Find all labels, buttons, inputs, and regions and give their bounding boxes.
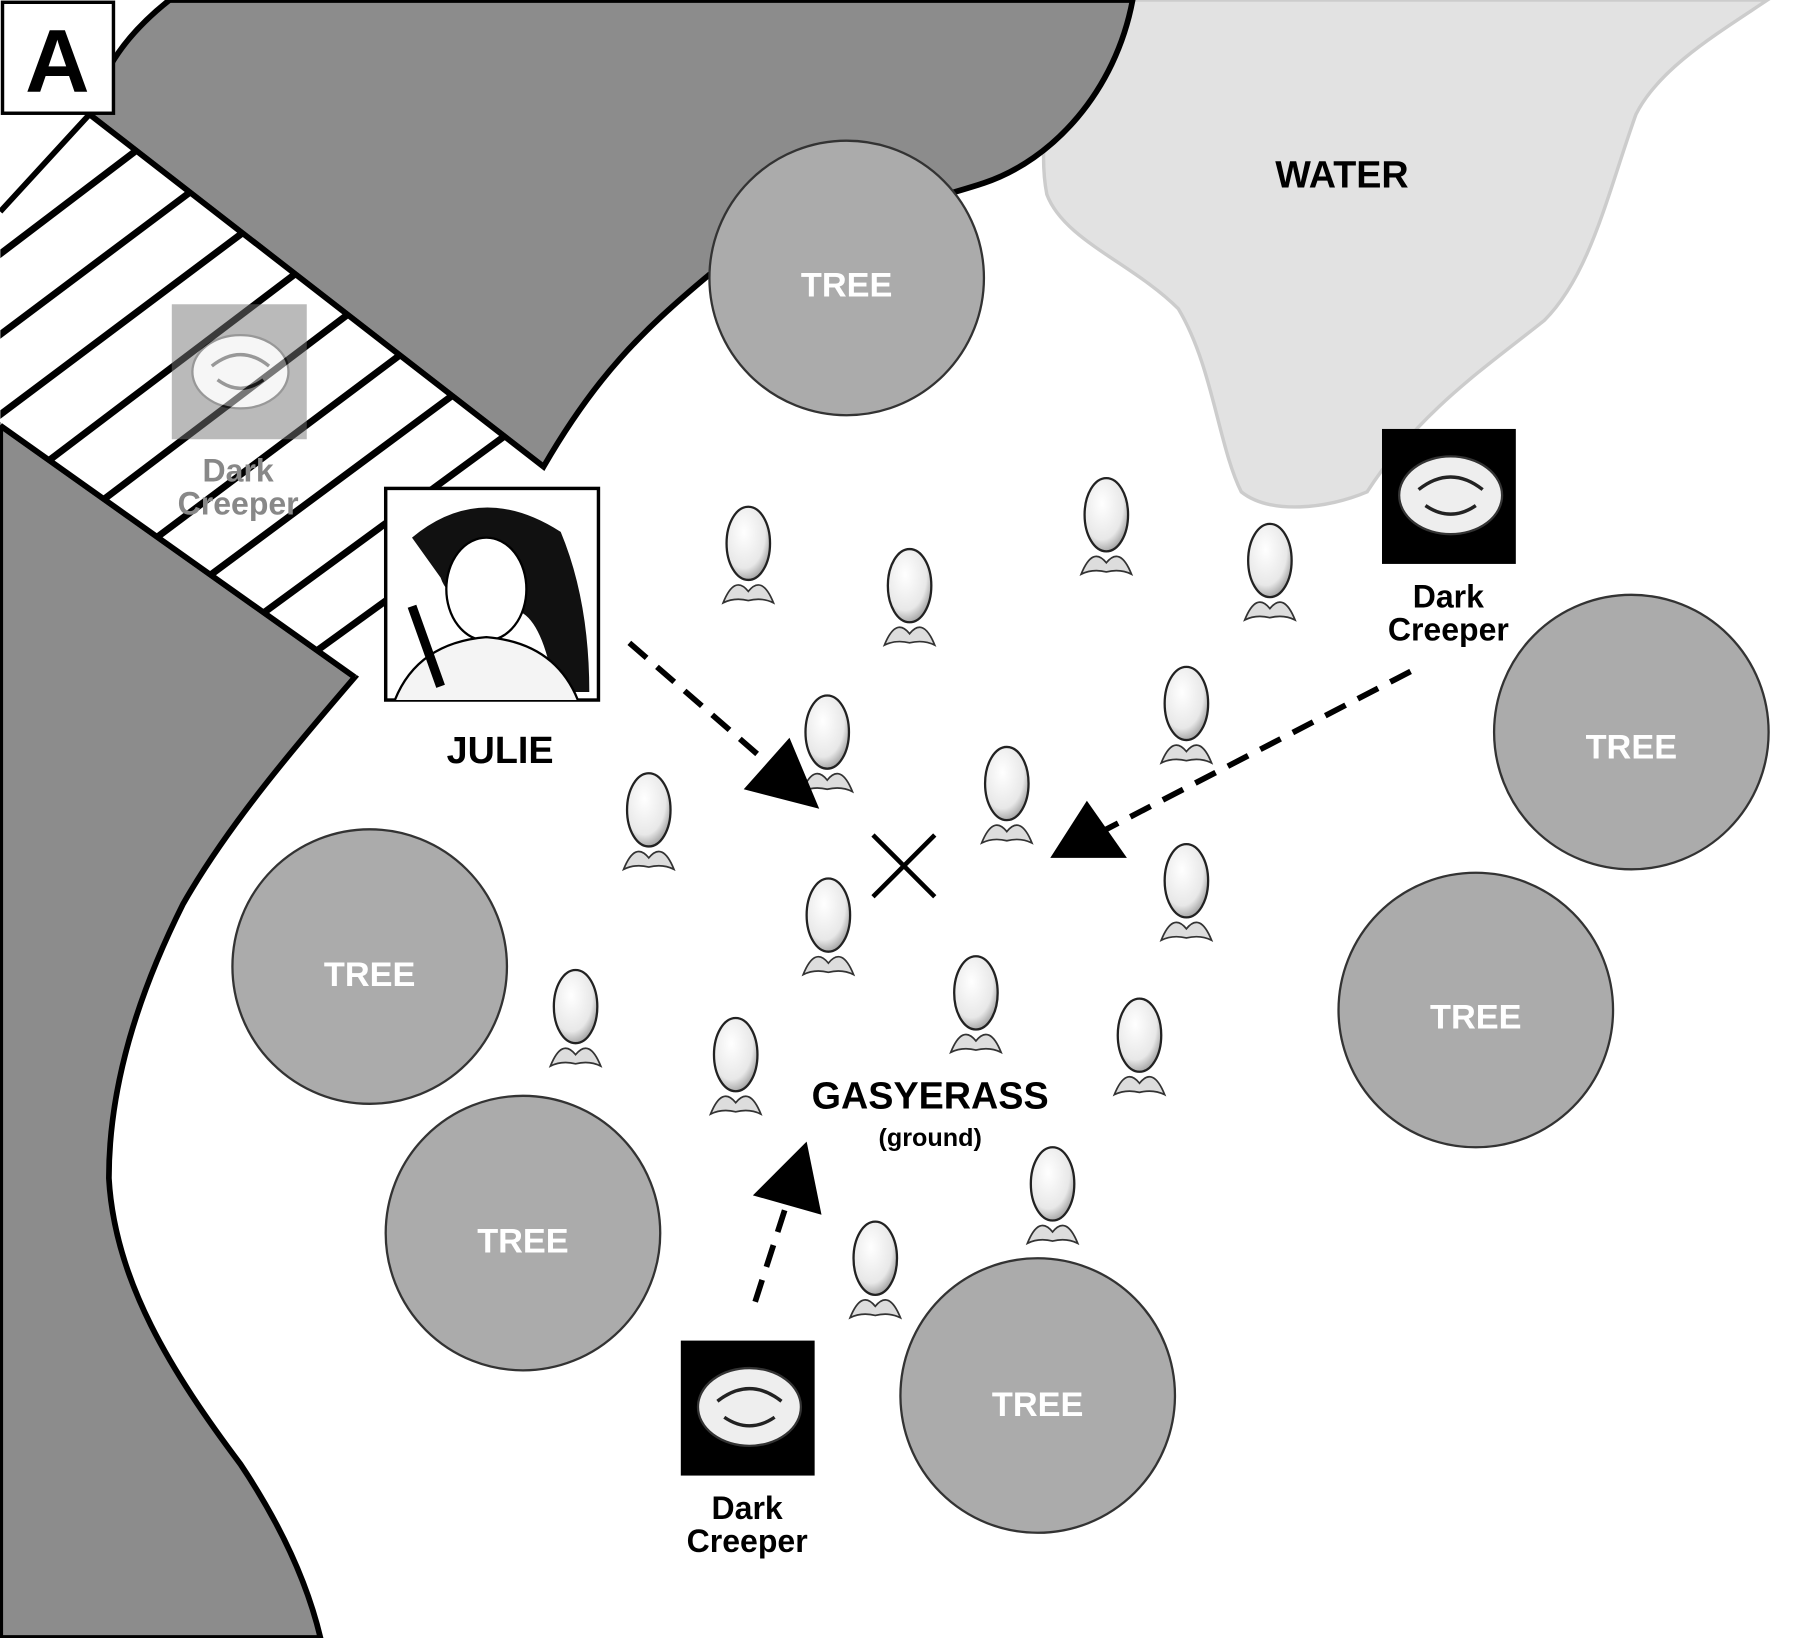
panel-label-box bbox=[0, 0, 116, 115]
gasyerass-plant-icon bbox=[721, 505, 776, 605]
panel-label: A bbox=[25, 11, 89, 111]
gasyerass-plant-icon bbox=[548, 968, 603, 1068]
svg-text:TREE: TREE bbox=[801, 266, 892, 304]
gasyerass-plants bbox=[548, 476, 1297, 1320]
svg-text:TREE: TREE bbox=[324, 956, 415, 994]
cliff-left bbox=[0, 421, 360, 1638]
gasyerass-plant-icon bbox=[1243, 522, 1297, 622]
dark-creeper-label: Creeper bbox=[687, 1523, 808, 1559]
svg-text:TREE: TREE bbox=[992, 1386, 1083, 1424]
water-label: WATER bbox=[1275, 154, 1408, 196]
water-area bbox=[1041, 0, 1771, 509]
tree: TREE bbox=[1337, 871, 1615, 1149]
dark-creeper-label: Creeper bbox=[1388, 612, 1509, 648]
gasyerass-plant-icon bbox=[848, 1220, 903, 1320]
tree: TREE bbox=[1492, 593, 1770, 871]
gasyerass-plant-icon bbox=[708, 1016, 763, 1116]
tree: TREE bbox=[231, 828, 509, 1105]
svg-text:TREE: TREE bbox=[1430, 998, 1521, 1036]
svg-text:TREE: TREE bbox=[477, 1223, 568, 1261]
julie-token[interactable] bbox=[383, 486, 601, 702]
tree: TREE bbox=[384, 1094, 662, 1372]
dark-creeper-token[interactable] bbox=[680, 1340, 815, 1476]
gasyerass-plant-icon bbox=[1079, 476, 1134, 576]
gasyerass-plant-icon bbox=[800, 694, 855, 794]
gasyerass-note: (ground) bbox=[878, 1124, 981, 1152]
gasyerass-plant-icon bbox=[1159, 665, 1214, 765]
move-arrow-creeper-right bbox=[1050, 668, 1412, 858]
gasyerass-plant-icon bbox=[801, 877, 856, 977]
dark-creeper-label: Dark bbox=[712, 1490, 783, 1526]
dark-creeper-label: Creeper bbox=[178, 486, 299, 522]
dark-creeper-token-faded bbox=[171, 304, 307, 440]
gasyerass-plant-icon bbox=[882, 547, 937, 647]
move-arrow-julie bbox=[627, 640, 820, 809]
gasyerass-plant-icon bbox=[621, 772, 676, 872]
gasyerass-plant-icon bbox=[980, 745, 1034, 845]
gasyerass-plant-icon bbox=[949, 955, 1003, 1055]
tree: TREE bbox=[708, 139, 986, 417]
move-arrow-creeper-bottom bbox=[752, 1141, 822, 1303]
target-x-icon bbox=[871, 833, 937, 899]
julie-label: JULIE bbox=[447, 729, 554, 771]
gasyerass-plant-icon bbox=[1159, 843, 1214, 943]
gasyerass-plant-icon bbox=[1112, 997, 1167, 1097]
svg-text:TREE: TREE bbox=[1586, 728, 1677, 766]
dark-creeper-label: Dark bbox=[1413, 578, 1484, 614]
gasyerass-label: GASYERASS bbox=[812, 1074, 1049, 1116]
dark-creeper-token[interactable] bbox=[1381, 428, 1516, 564]
dark-creeper-label: Dark bbox=[203, 453, 274, 489]
tree: TREE bbox=[899, 1257, 1177, 1534]
gasyerass-plant-icon bbox=[1025, 1146, 1080, 1246]
